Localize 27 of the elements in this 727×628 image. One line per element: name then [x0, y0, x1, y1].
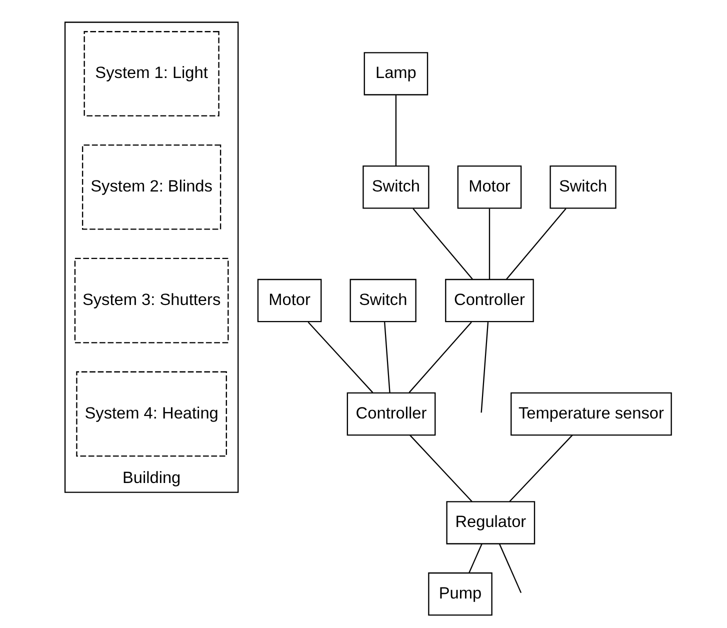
connector [488, 208, 490, 280]
node-box: Regulator [446, 501, 536, 544]
node-box: Motor [457, 166, 522, 209]
connector [468, 544, 482, 573]
connector [412, 208, 473, 280]
node-box: System 3: Shutters [74, 258, 229, 344]
node-box: Pump [428, 572, 492, 616]
node-box: System 1: Light [84, 31, 220, 116]
connector [506, 208, 566, 280]
node-box: Lamp [364, 52, 428, 96]
node-box: Controller [445, 278, 534, 322]
connector [480, 322, 489, 413]
connector [410, 434, 472, 502]
connector [498, 544, 522, 594]
node-box: Controller [346, 392, 436, 436]
node-box: Temperature sensor [510, 392, 672, 436]
node-box: Switch [550, 166, 616, 209]
connector [395, 95, 397, 166]
node-box: System 2: Blinds [82, 144, 222, 230]
connector [384, 322, 390, 393]
node-box: Switch [362, 166, 430, 209]
connector [308, 322, 374, 393]
node-box: Motor [257, 278, 322, 322]
node-box: System 4: Heating [76, 371, 227, 457]
connector [509, 434, 573, 502]
node-box: Switch [350, 278, 416, 322]
connector [408, 322, 472, 393]
